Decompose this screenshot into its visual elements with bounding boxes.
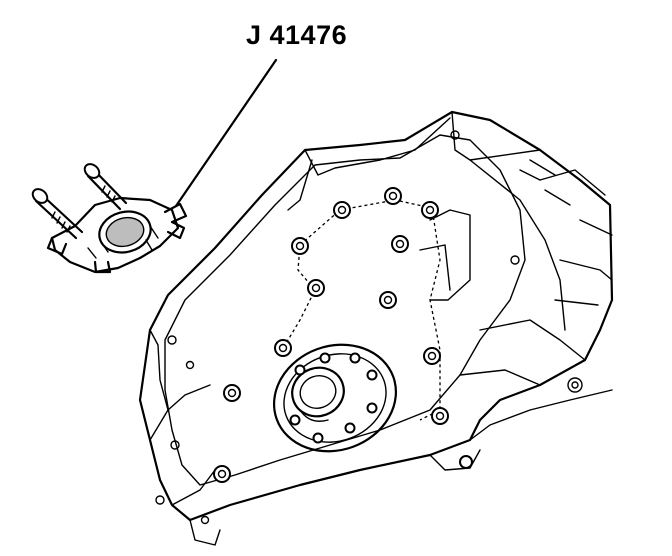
- tool-bolt-right: [83, 163, 128, 211]
- cover-bolt: [333, 201, 351, 219]
- gasket-outline: [284, 199, 441, 421]
- flange-holes: [155, 130, 583, 525]
- tool-callout-label: J 41476: [246, 20, 348, 50]
- cover-bolts: [213, 187, 473, 483]
- crankshaft-seal-opening: [272, 343, 398, 453]
- cover-bolt: [431, 407, 449, 425]
- alignment-tool: [46, 196, 188, 274]
- cover-bolt: [421, 201, 439, 219]
- cover-bolt: [274, 339, 292, 357]
- cover-bolt: [291, 237, 309, 255]
- cover-bolt: [384, 187, 402, 205]
- tool-bolt-left: [31, 188, 84, 240]
- cover-bolt: [459, 455, 473, 469]
- cover-bolt: [391, 235, 409, 253]
- callout-leader-line: [174, 58, 278, 208]
- cover-bolt: [223, 384, 241, 402]
- cover-bolt: [379, 291, 397, 309]
- cover-bolt: [423, 347, 441, 365]
- cover-bolt: [213, 465, 231, 483]
- cover-bolt: [307, 279, 325, 297]
- front-cover-plate: [138, 110, 614, 546]
